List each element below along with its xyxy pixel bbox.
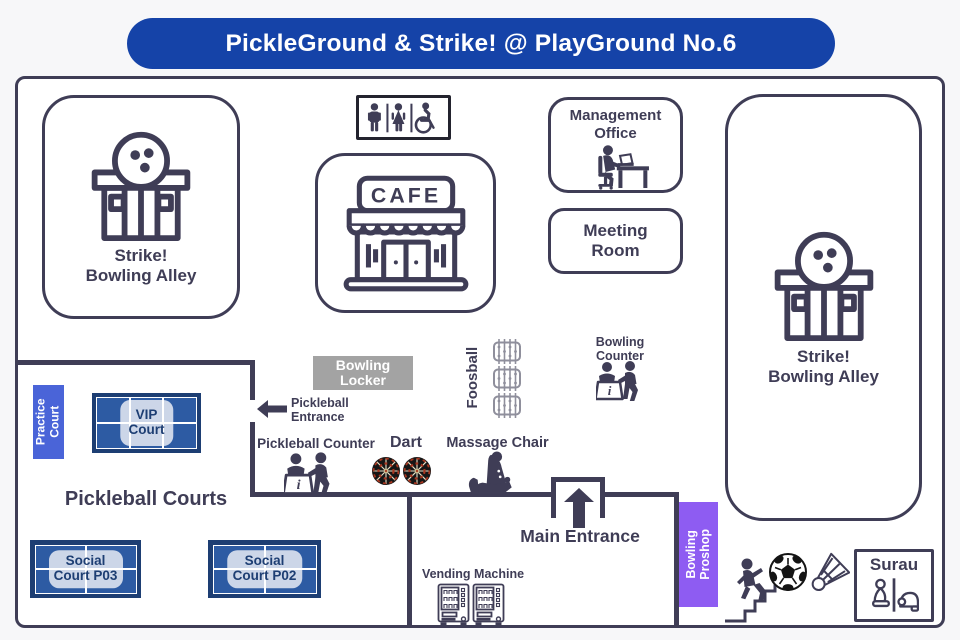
vip-court: VIP Court <box>92 393 201 453</box>
main-entrance-frame <box>551 477 605 482</box>
room-management-office: Management Office <box>548 97 683 193</box>
foosball-label: Foosball <box>464 347 482 409</box>
surau: Surau <box>854 549 934 622</box>
massage-chair-label: Massage Chair <box>446 435 549 451</box>
cafe-storefront-icon: CAFE <box>343 175 468 292</box>
vending-machine-icon <box>472 583 505 625</box>
vending-machine-icon <box>437 583 470 625</box>
pickleball-courts-heading: Pickleball Courts <box>64 488 228 510</box>
info-counter-icon: i <box>284 452 330 496</box>
bowling-proshop-label: Proshop <box>698 529 713 580</box>
info-letter: i <box>608 383 612 398</box>
wall <box>674 492 679 625</box>
info-counter-icon: i <box>596 361 638 401</box>
bowling-locker-label: Locker <box>340 372 386 388</box>
toilet-icon <box>367 101 435 134</box>
room-meeting-room: Meeting Room <box>548 208 683 274</box>
room-cafe: CAFE <box>315 153 496 313</box>
left-arrow-icon <box>257 400 287 418</box>
pickleball-entrance-label: Pickleball Entrance <box>291 396 349 424</box>
title-banner: PickleGround & Strike! @ PlayGround No.6 <box>127 18 835 69</box>
foosball-table-icon <box>493 339 521 364</box>
room-label: Office <box>594 124 637 142</box>
dartboard-icon <box>372 457 400 485</box>
wall <box>15 360 255 365</box>
foosball-table-icon <box>493 366 521 391</box>
dartboard-icon <box>403 457 431 485</box>
main-entrance-frame <box>551 477 556 518</box>
social-court-p02: Social Court P02 <box>208 540 321 598</box>
room-label: Meeting <box>583 220 648 240</box>
bowling-proshop-label: Bowling <box>684 530 699 579</box>
wall <box>407 492 412 625</box>
foosball-table-icon <box>493 393 521 418</box>
up-arrow-icon <box>564 488 594 528</box>
social-court-label: Court P03 <box>53 568 118 583</box>
massage-chair-icon <box>468 451 512 495</box>
wall <box>600 492 679 497</box>
stairs-person-icon <box>725 558 783 623</box>
room-label: Strike! <box>797 346 850 366</box>
room-label: Strike! <box>114 245 168 265</box>
bowling-building-icon <box>774 231 873 341</box>
praying-figures-icon <box>872 578 919 612</box>
main-entrance-label: Main Entrance <box>520 526 640 546</box>
bowling-locker: Bowling Locker <box>313 356 413 390</box>
pickleball-counter-label: Pickleball Counter <box>257 436 375 451</box>
room-bowling-alley-left: Strike! Bowling Alley <box>42 95 240 319</box>
foosball-area: Foosball <box>458 336 488 420</box>
wall <box>250 360 255 400</box>
bowling-locker-label: Bowling <box>335 356 391 373</box>
surau-label: Surau <box>869 555 919 574</box>
social-court-label: Social <box>244 553 285 569</box>
vip-court-label: VIP <box>135 407 158 423</box>
social-court-label: Court P02 <box>232 568 297 583</box>
vending-machine-label: Vending Machine <box>421 567 525 581</box>
bowling-counter-label: Bowling Counter <box>595 335 645 363</box>
bowling-proshop: Bowling Proshop <box>679 502 718 607</box>
practice-court-label: Court <box>47 406 62 439</box>
room-label: Management <box>569 107 662 124</box>
vip-court-label: Court <box>128 422 165 437</box>
social-court-p03: Social Court P03 <box>30 540 141 598</box>
page-title: PickleGround & Strike! @ PlayGround No.6 <box>225 29 737 57</box>
room-label: Bowling Alley <box>768 367 879 386</box>
soccer-ball-icon <box>769 553 807 591</box>
main-entrance-frame <box>600 477 605 518</box>
shuttlecock-icon <box>811 552 850 592</box>
bowling-building-icon <box>91 131 191 241</box>
toilet-sign <box>356 95 451 140</box>
person-at-desk-icon <box>597 145 649 190</box>
practice-court-label: Practice <box>33 398 48 446</box>
practice-court: Practice Court <box>33 385 64 459</box>
wall <box>250 422 255 497</box>
cafe-sign-text: CAFE <box>370 184 440 208</box>
room-label: Room <box>591 241 640 260</box>
info-letter: i <box>297 477 301 493</box>
social-court-label: Social <box>65 553 106 569</box>
room-bowling-alley-right: Strike! Bowling Alley <box>725 94 922 521</box>
room-label: Bowling Alley <box>85 266 197 285</box>
wall <box>250 492 556 497</box>
dart-label: Dart <box>389 434 422 451</box>
